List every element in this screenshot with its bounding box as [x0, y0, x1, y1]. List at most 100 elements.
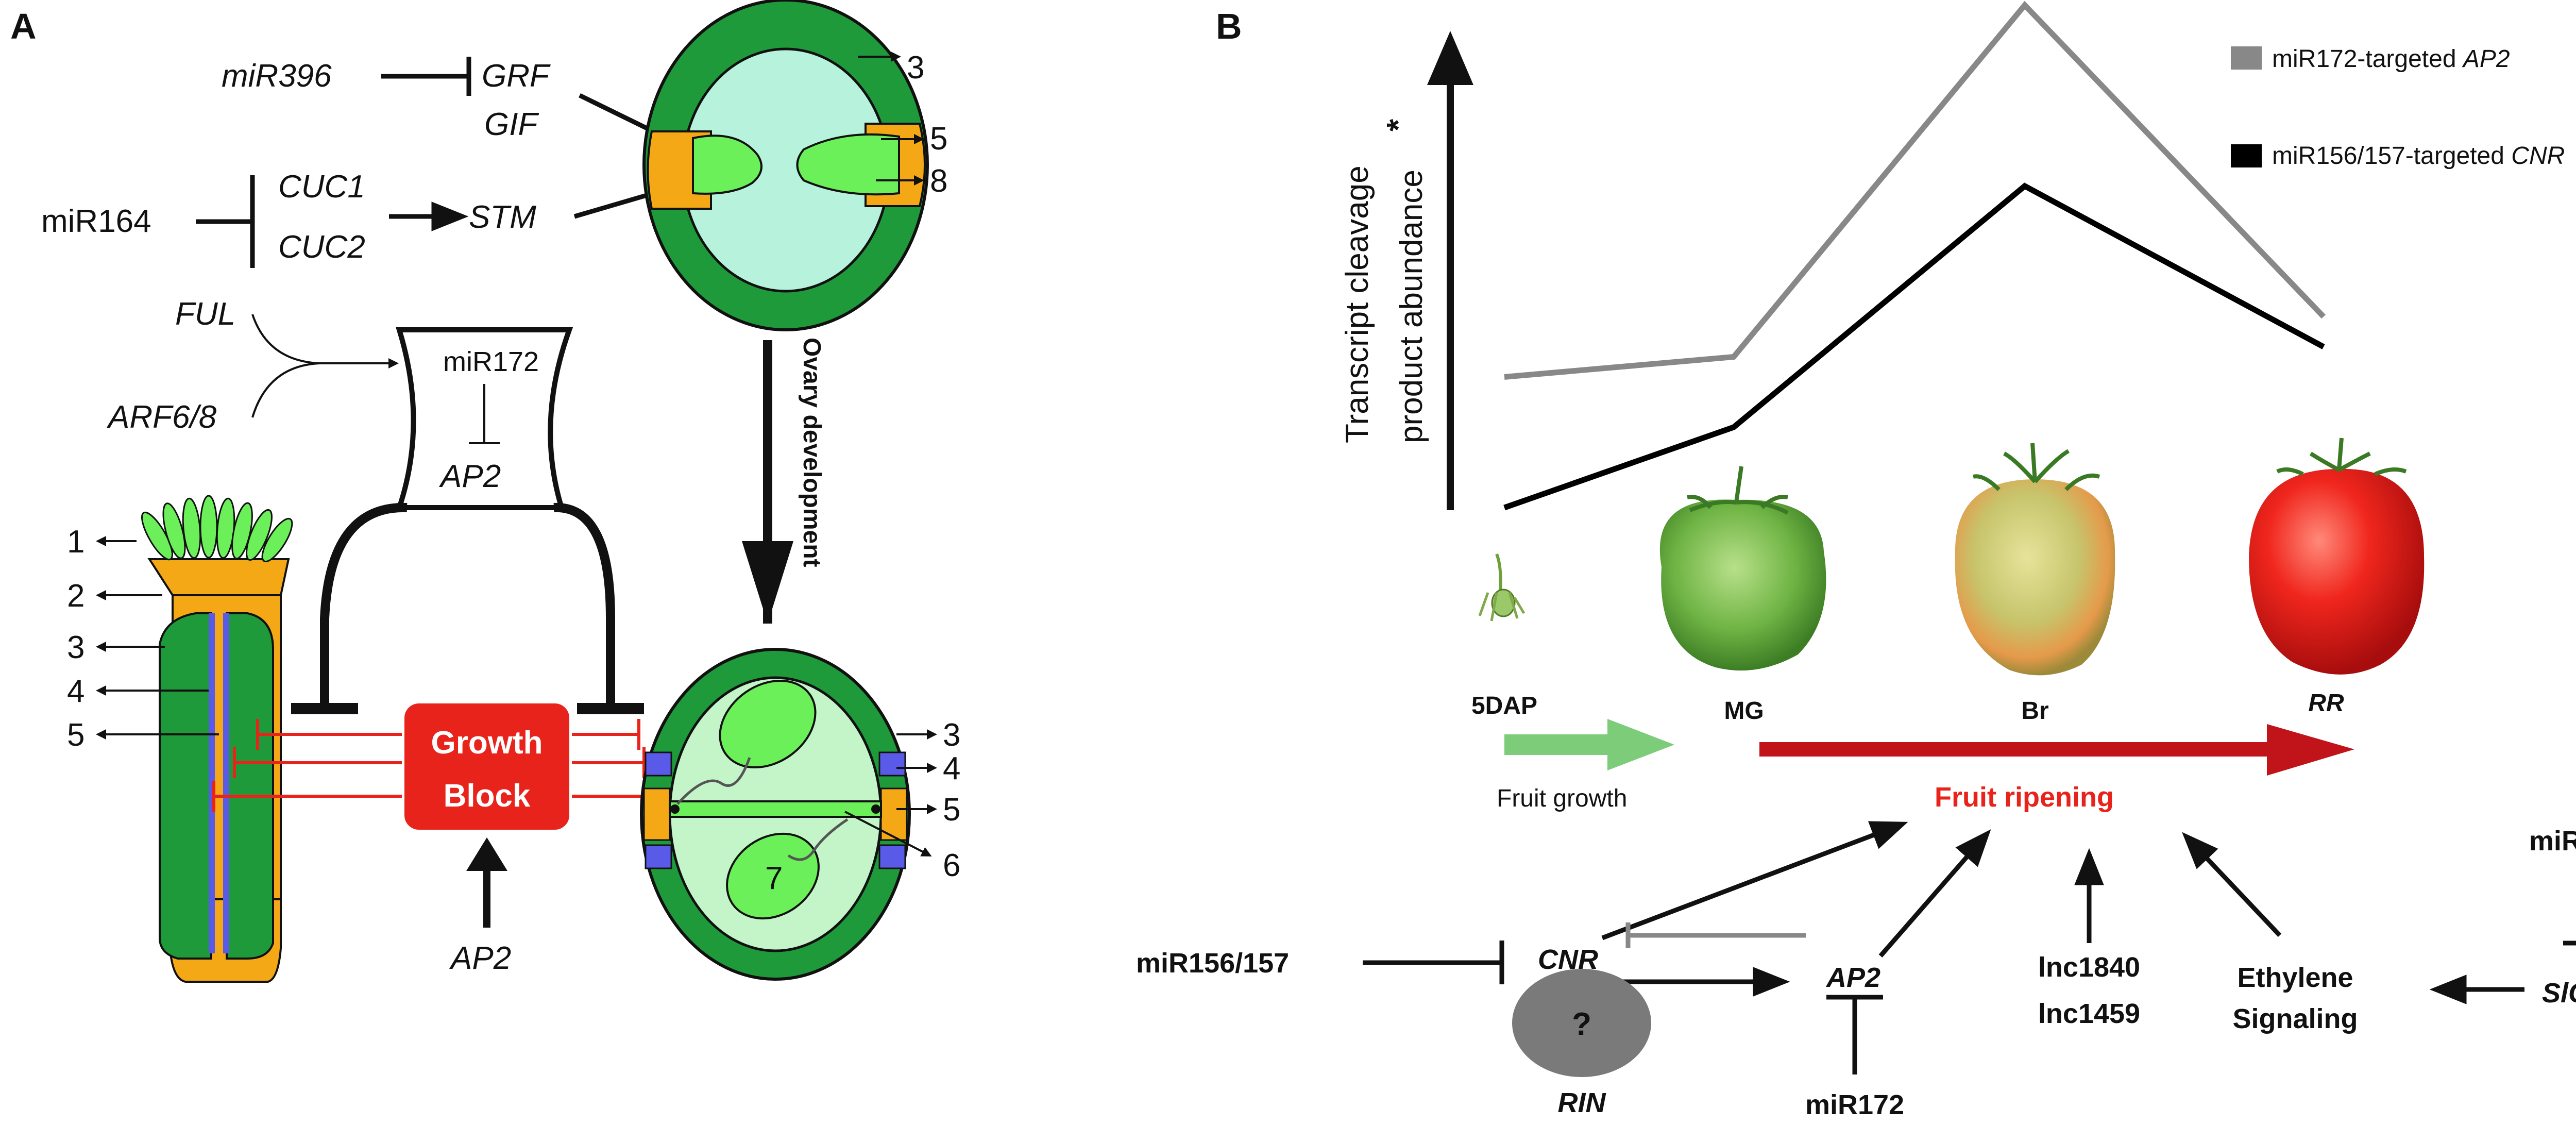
ovary-cross-section-bottom: 7 3 4 5 6 — [640, 648, 960, 981]
cuc1-label: CUC1 — [278, 169, 365, 205]
stage-label-br: Br — [2021, 697, 2048, 725]
stage-label-mg: MG — [1724, 697, 1764, 725]
growth-block-box — [404, 703, 569, 830]
mir1917-label: miR1917 — [2529, 826, 2576, 857]
y-axis-label-line1: Transcript cleavage — [1340, 165, 1375, 443]
bottom-ovary-number-3: 3 — [943, 717, 960, 753]
pistil-transmitting-tract-left — [209, 613, 215, 953]
panel-b: B Transcript cleavage product abundance … — [1136, 1, 2576, 1120]
attachment-dot-right — [871, 804, 880, 814]
pistil-number-1: 1 — [67, 524, 84, 560]
stage-label-rr: RR — [2308, 690, 2344, 717]
line-chart — [1503, 1, 2326, 511]
y-axis-arrowhead — [1427, 31, 1473, 85]
fruit-ripening-arrow-head — [2267, 724, 2354, 776]
ovary-cross-section-top: 3 5 8 — [642, 0, 947, 331]
panel-a: A miR396 GRF GIF miR164 CUC1 CUC2 STM 3 … — [10, 0, 960, 983]
stigmatic-papillae — [141, 495, 293, 563]
ethylene-to-ripening-arrow — [2182, 832, 2282, 937]
y-axis-label-star: * — [1381, 119, 1416, 131]
fruit-ripening-label: Fruit ripening — [1935, 782, 2114, 813]
ap2-label-b: AP2 — [1825, 962, 1880, 993]
fruit-growth-arrow-head — [1607, 719, 1674, 770]
lnc1459-label: lnc1459 — [2038, 998, 2140, 1029]
funiculus-upper — [676, 757, 751, 805]
ovary-development-arrowhead — [742, 541, 793, 624]
fruit-growth-arrow-shaft — [1504, 734, 1613, 755]
ovule-number-7: 7 — [765, 861, 783, 896]
legend-swatch-ap2 — [2231, 46, 2262, 70]
arf-to-mir172-connector — [251, 362, 320, 418]
fruit-rr-image — [2249, 438, 2425, 675]
ap2-to-ripening-arrow — [1878, 829, 1991, 958]
pistil-wall-right — [226, 612, 274, 960]
pistil-number-2: 2 — [67, 578, 84, 614]
bottom-ovary-placenta-left — [643, 787, 671, 841]
stm-label: STM — [469, 199, 536, 235]
pistil-number-3: 3 — [67, 630, 84, 665]
rin-question-mark: ? — [1572, 1006, 1591, 1042]
ethylene-label-line2: Signaling — [2233, 1003, 2358, 1034]
mir156-label: miR156/157 — [1136, 948, 1289, 979]
pistil-number-4: 4 — [67, 674, 84, 709]
panel-a-label: A — [10, 6, 37, 46]
septum-left — [692, 135, 762, 195]
growth-block-line2: Block — [444, 778, 531, 814]
mir164-label: miR164 — [41, 204, 151, 239]
top-ovary-number-3: 3 — [907, 50, 924, 86]
ap2-label-bottom: AP2 — [449, 941, 511, 976]
cnr-to-ripening-arrow — [1601, 821, 1908, 941]
mir172-label-b: miR172 — [1805, 1089, 1904, 1120]
slctr4-label: SlCTR4 — [2542, 978, 2576, 1009]
ovary-development-label: Ovary development — [798, 338, 825, 567]
ful-to-mir172-connector — [251, 314, 397, 364]
fruit-mg-image — [1659, 466, 1826, 671]
inhibition-arch-left — [320, 502, 408, 709]
bottom-ovary-blue-right-bottom — [878, 844, 906, 869]
legend: miR172-targeted AP2 miR156/157-targeted … — [2231, 45, 2565, 170]
growth-block-inhibitions-left — [212, 719, 402, 812]
fruit-br-image — [1955, 443, 2115, 676]
legend-text-ap2: miR172-targeted AP2 — [2272, 45, 2510, 73]
mir172-label: miR172 — [443, 346, 539, 377]
bottom-callout-6 — [844, 811, 932, 857]
stage-label-5dap: 5DAP — [1471, 692, 1537, 719]
ap2-arrow-head — [466, 837, 507, 871]
y-axis-label-line2: product abundance — [1394, 170, 1429, 443]
gif-label: GIF — [484, 107, 539, 142]
funiculus-lower — [787, 818, 849, 861]
growth-block-line1: Growth — [431, 725, 543, 761]
fruit-5dap-image — [1478, 553, 1526, 622]
rin-label: RIN — [1558, 1087, 1606, 1118]
legend-text-cnr: miR156/157-targeted CNR — [2272, 142, 2565, 170]
septum-bar — [669, 800, 882, 818]
lnc1840-label: lnc1840 — [2038, 952, 2140, 983]
top-ovary-number-8: 8 — [930, 163, 947, 199]
cuc2-label: CUC2 — [278, 229, 365, 265]
septum-right — [796, 133, 900, 196]
bottom-ovary-number-4: 4 — [943, 751, 960, 786]
mir396-label: miR396 — [222, 58, 332, 94]
pistil-number-5: 5 — [67, 717, 84, 753]
series-line-cnr — [1503, 182, 2325, 511]
arf-label: ARF6/8 — [106, 399, 217, 435]
inhibition-arch-right — [553, 502, 615, 709]
attachment-dot-left — [670, 804, 680, 814]
growth-block-inhibitions-right — [572, 719, 648, 812]
grf-label: GRF — [482, 58, 551, 94]
ovule-upper — [719, 679, 817, 769]
pistil: 1 2 3 4 5 — [67, 495, 293, 983]
top-ovary-number-5: 5 — [930, 121, 947, 157]
bottom-ovary-blue-right-top — [878, 751, 906, 777]
fruit-growth-label: Fruit growth — [1497, 785, 1627, 812]
ap2-label-box: AP2 — [438, 459, 501, 494]
panel-b-label: B — [1216, 6, 1242, 46]
pistil-transmitting-tract-right — [223, 613, 229, 953]
legend-swatch-cnr — [2231, 144, 2262, 167]
stigma — [147, 558, 290, 596]
ovule-lower — [726, 832, 820, 920]
bottom-ovary-blue-left-top — [645, 751, 672, 777]
bottom-ovary-number-5: 5 — [943, 792, 960, 828]
bottom-ovary-blue-left-bottom — [645, 844, 672, 869]
